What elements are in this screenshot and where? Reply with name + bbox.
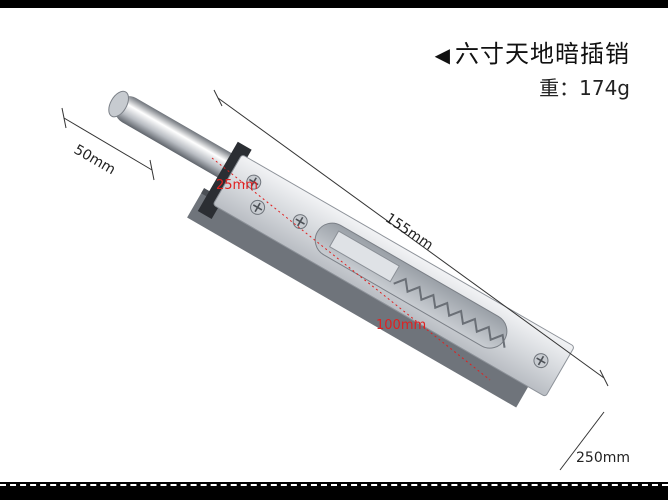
- dim-tick-155-a: [213, 89, 223, 107]
- product-title: ◀六寸天地暗插销: [435, 34, 630, 69]
- bottom-dashed-divider: [0, 484, 668, 486]
- center-line: [211, 157, 491, 381]
- dim-label-screw-spacing: 25mm: [216, 178, 258, 193]
- slider-block: [328, 230, 400, 283]
- dim-tick-155-b: [599, 369, 609, 387]
- dim-label-slot-length: 100mm: [376, 318, 427, 333]
- screw-3: [292, 214, 308, 230]
- dim-line-155: [217, 97, 605, 379]
- dim-label-plate-width: 250mm: [576, 450, 630, 466]
- bolt-side-body: [187, 188, 534, 408]
- dim-line-250: [559, 411, 605, 471]
- rod-end: [108, 90, 129, 118]
- bolt-body: [108, 90, 574, 408]
- dimension-lines: [61, 89, 609, 471]
- rack-teeth: [393, 277, 506, 348]
- triangle-marker-icon: ◀: [434, 43, 451, 67]
- bolt-rod: [115, 96, 241, 181]
- dim-tick-50-a: [61, 107, 67, 129]
- product-weight: 重：174g: [539, 76, 630, 100]
- screw-1: [246, 174, 262, 190]
- dim-tick-50-b: [149, 159, 155, 181]
- screw-2: [250, 199, 266, 215]
- product-title-text: 六寸天地暗插销: [455, 40, 630, 68]
- dim-line-50: [63, 117, 153, 171]
- screw-4: [533, 353, 549, 369]
